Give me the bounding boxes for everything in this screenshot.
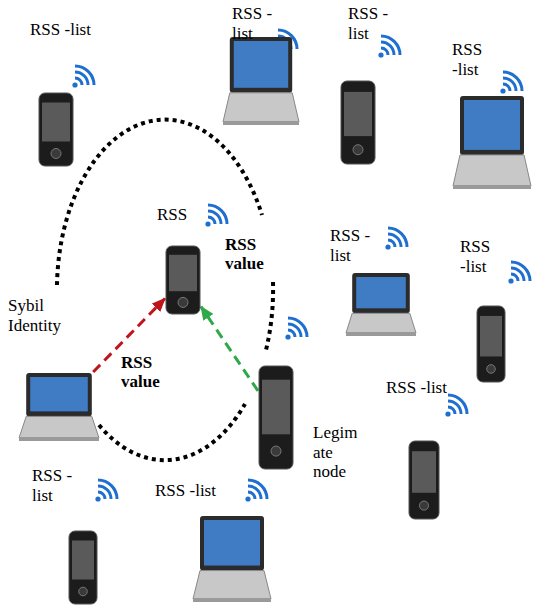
phone-button	[79, 587, 88, 596]
edge-label: RSS value	[120, 354, 168, 391]
phone-button	[353, 145, 363, 155]
laptop-device: RSS - list	[222, 36, 300, 126]
phone-device: RSS - list	[68, 530, 98, 605]
laptop-device: RSS -list	[452, 95, 532, 190]
wifi-icon	[72, 66, 94, 88]
wifi-icon	[378, 36, 400, 58]
laptop-icon	[345, 272, 417, 337]
dotted-arc	[99, 404, 245, 460]
phone-icon	[258, 365, 294, 470]
phone-body	[259, 366, 293, 469]
wifi-icon	[508, 262, 530, 284]
laptop-lid	[200, 516, 264, 571]
phone-body	[39, 93, 73, 166]
edge-label: RSS value	[224, 236, 272, 273]
laptop-icon	[222, 36, 300, 126]
phone-screen	[344, 92, 372, 136]
phone-icon	[38, 92, 74, 167]
phone-device: RSS - list	[340, 80, 376, 165]
laptop-screen	[204, 520, 260, 566]
laptop-base	[19, 416, 99, 438]
laptop-screen	[30, 377, 88, 411]
wifi-icon	[385, 228, 407, 250]
device-label: RSS - list	[348, 4, 393, 43]
phone-button	[178, 297, 188, 307]
laptop-lid	[26, 373, 92, 416]
phone-screen	[480, 316, 502, 357]
laptop-screen	[234, 41, 288, 88]
laptop-icon	[192, 515, 272, 603]
laptop-base	[453, 155, 531, 186]
laptop-lid	[352, 273, 410, 313]
phone-body	[69, 531, 97, 604]
laptop-lid	[460, 96, 524, 155]
wifi-icons	[72, 30, 530, 502]
phone-screen	[169, 255, 197, 291]
wifi-icon	[445, 395, 467, 417]
rss-arrow	[201, 307, 258, 391]
laptop-base	[346, 313, 416, 333]
phone-icon	[408, 440, 440, 520]
device-label: RSS -list	[155, 481, 245, 501]
phone-button	[271, 446, 281, 456]
phone-button	[51, 149, 61, 159]
phone-body	[341, 81, 375, 164]
wifi-icon	[205, 205, 227, 227]
phone-screen	[262, 380, 290, 435]
device-label: RSS - list	[232, 4, 277, 43]
laptop-screen	[464, 100, 520, 150]
phone-device: RSS	[165, 245, 201, 315]
laptop-device: RSS -list	[192, 515, 272, 603]
phone-icon	[68, 530, 98, 605]
phone-icon	[165, 245, 201, 315]
device-label: RSS -list	[452, 40, 492, 79]
phone-device: RSS -list	[476, 305, 506, 383]
laptop-edge	[346, 332, 416, 336]
device-label: Sybil Identity	[8, 296, 88, 335]
phone-icon	[340, 80, 376, 165]
device-label: RSS -list	[30, 20, 120, 40]
device-label: RSS - list	[330, 226, 378, 265]
laptop-device: RSS - list	[345, 272, 417, 337]
laptop-edge	[453, 185, 531, 189]
device-label: RSS	[157, 205, 203, 225]
laptop-edge	[193, 598, 271, 602]
phone-icon	[476, 305, 506, 383]
laptop-edge	[223, 121, 299, 125]
phone-button	[487, 365, 496, 374]
laptop-base	[223, 93, 299, 122]
phone-body	[409, 441, 439, 519]
laptop-icon	[18, 372, 100, 442]
laptop-lid	[230, 37, 292, 93]
laptop-device: Sybil Identity	[18, 372, 100, 442]
phone-screen	[72, 541, 94, 580]
laptop-base	[193, 571, 271, 599]
dotted-arc	[266, 282, 273, 350]
device-label: RSS -list	[386, 378, 476, 398]
device-label: Legim ate node	[313, 423, 363, 482]
laptop-edge	[19, 437, 99, 441]
phone-body	[477, 306, 505, 382]
phone-screen	[42, 103, 70, 142]
device-label: RSS -list	[460, 237, 500, 276]
wifi-icon	[500, 72, 522, 94]
phone-device: RSS -list	[408, 440, 440, 520]
laptop-icon	[452, 95, 532, 190]
phone-button	[419, 501, 428, 510]
phone-device: RSS -list	[38, 92, 74, 167]
laptop-screen	[356, 277, 406, 308]
phone-device: Legim ate node	[258, 365, 294, 470]
wifi-icon	[95, 480, 117, 502]
wifi-icon	[245, 480, 267, 502]
wifi-icon	[285, 318, 307, 340]
phone-body	[166, 246, 200, 314]
device-label: RSS - list	[32, 466, 77, 505]
phone-screen	[412, 451, 436, 493]
